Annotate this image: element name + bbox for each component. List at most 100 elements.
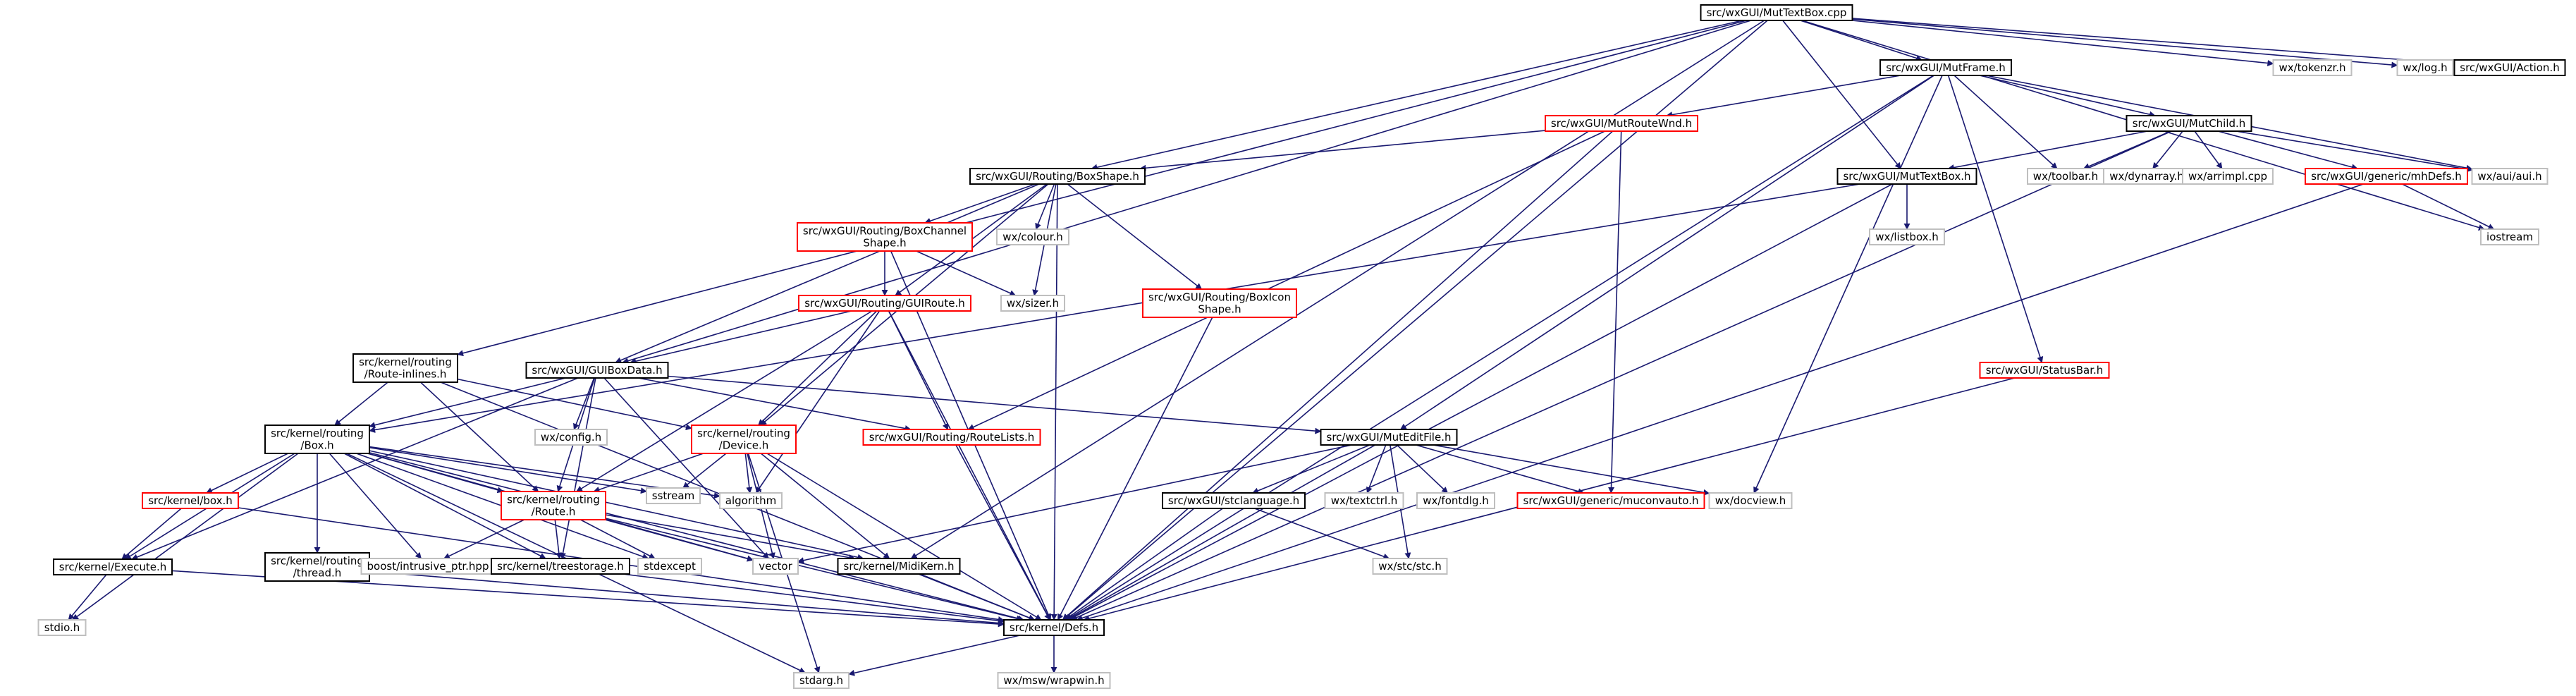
graph-node-vector[interactable]: vector <box>752 558 799 575</box>
edge-guiBoxData-to-mutEditFile <box>668 375 1322 434</box>
graph-node-wxAui[interactable]: wx/aui/aui.h <box>2471 168 2549 185</box>
graph-node-wxToolbar[interactable]: wx/toolbar.h <box>2027 168 2104 185</box>
edge-mutEditFile-to-defs <box>1067 444 1375 621</box>
edge-boxChannelShape-to-wxSizer <box>916 250 1017 296</box>
graph-node-kernelBox[interactable]: src/kernel/box.h <box>142 492 239 509</box>
graph-node-routeInlines[interactable]: src/kernel/routing/Route-inlines.h <box>352 353 458 383</box>
node-label: src/kernel/routing <box>271 555 364 568</box>
node-box <box>264 425 370 454</box>
node-label: src/wxGUI/generic/mhDefs.h <box>2311 170 2462 183</box>
node-label: stdarg.h <box>799 674 843 687</box>
graph-node-wxStc[interactable]: wx/stc/stc.h <box>1372 558 1448 575</box>
graph-node-stdarg[interactable]: stdarg.h <box>793 672 850 689</box>
node-label: src/wxGUI/GUIBoxData.h <box>532 364 662 377</box>
node-box <box>37 619 87 636</box>
graph-node-stcLanguage[interactable]: src/wxGUI/stclanguage.h <box>1162 492 1306 509</box>
graph-node-wxTokenzr[interactable]: wx/tokenzr.h <box>2272 59 2353 76</box>
graph-node-route[interactable]: src/kernel/routing/Route.h <box>501 491 606 520</box>
node-label: wx/stc/stc.h <box>1378 560 1441 573</box>
graph-node-guiBoxData[interactable]: src/wxGUI/GUIBoxData.h <box>525 362 669 379</box>
graph-node-mutTextBoxCpp[interactable]: src/wxGUI/MutTextBox.cpp <box>1700 4 1853 21</box>
graph-node-action[interactable]: src/wxGUI/Action.h <box>2453 59 2566 76</box>
node-box <box>1142 288 1297 318</box>
node-label: wx/aui/aui.h <box>2477 170 2541 183</box>
node-box <box>997 672 1111 689</box>
node-label: wx/fontdlg.h <box>1423 494 1489 507</box>
edge-box-to-boostPtr <box>329 453 422 559</box>
graph-node-wxConfig[interactable]: wx/config.h <box>534 429 608 446</box>
graph-node-mutTextBoxH[interactable]: src/wxGUI/MutTextBox.h <box>1836 168 1977 185</box>
graph-node-guiRoute[interactable]: src/wxGUI/Routing/GUIRoute.h <box>798 295 971 312</box>
edge-mutFrame-to-mutEditFile <box>1399 75 1934 430</box>
graph-node-algorithm[interactable]: algorithm <box>719 492 783 509</box>
node-label: src/kernel/treestorage.h <box>497 560 624 573</box>
edge-mutEditFile-to-stcLanguage <box>1252 444 1370 494</box>
edge-guiRoute-to-guiBoxData <box>630 310 852 365</box>
graph-node-mutFrame[interactable]: src/wxGUI/MutFrame.h <box>1879 59 2012 76</box>
edge-mutFrame-to-mutRouteWnd <box>1666 75 1901 118</box>
node-label: wx/tokenzr.h <box>2278 61 2345 74</box>
graph-node-mhDefs[interactable]: src/wxGUI/generic/mhDefs.h <box>2305 168 2468 185</box>
node-box <box>525 362 669 379</box>
node-label: src/wxGUI/MutRouteWnd.h <box>1551 117 1692 130</box>
graph-node-wxArrimpl[interactable]: wx/arrimpl.cpp <box>2182 168 2274 185</box>
node-label: src/wxGUI/MutTextBox.cpp <box>1707 6 1847 19</box>
graph-node-wxDynarray[interactable]: wx/dynarray.h <box>2103 168 2190 185</box>
edge-mutChild-to-wxAui <box>2235 130 2473 173</box>
node-label: wx/sizer.h <box>1007 297 1059 310</box>
graph-node-defs[interactable]: src/kernel/Defs.h <box>1003 619 1105 636</box>
graph-node-wxColour[interactable]: wx/colour.h <box>996 228 1069 245</box>
graph-node-wxDocview[interactable]: wx/docview.h <box>1708 492 1793 509</box>
graph-node-sstream[interactable]: sstream <box>646 487 701 504</box>
graph-node-midiKern[interactable]: src/kernel/MidiKern.h <box>837 558 961 575</box>
edge-mutRouteWnd-to-boxShape <box>1139 130 1546 171</box>
graph-node-wxListbox[interactable]: wx/listbox.h <box>1869 228 1945 245</box>
graph-node-boostPtr[interactable]: boost/intrusive_ptr.hpp <box>360 558 496 575</box>
graph-node-wxWrapwin[interactable]: wx/msw/wrapwin.h <box>997 672 1111 689</box>
graph-node-mutRouteWnd[interactable]: src/wxGUI/MutRouteWnd.h <box>1545 115 1698 132</box>
edge-mutEditFile-to-wxDocview <box>1433 444 1710 496</box>
graph-node-iostream[interactable]: iostream <box>2480 228 2539 245</box>
graph-node-wxSizer[interactable]: wx/sizer.h <box>1000 295 1065 312</box>
node-label: wx/config.h <box>541 431 601 444</box>
node-label: wx/colour.h <box>1002 231 1063 243</box>
graph-node-execute[interactable]: src/kernel/Execute.h <box>53 558 173 575</box>
node-box <box>2480 228 2539 245</box>
graph-node-muconvauto[interactable]: src/wxGUI/generic/muconvauto.h <box>1516 492 1705 509</box>
node-label: vector <box>759 560 792 573</box>
graph-node-mutEditFile[interactable]: src/wxGUI/MutEditFile.h <box>1320 429 1458 446</box>
graph-node-boxShape[interactable]: src/wxGUI/Routing/BoxShape.h <box>969 168 1146 185</box>
edge-mutEditFile-to-wxFontdlg <box>1397 444 1449 494</box>
graph-node-mutChild[interactable]: src/wxGUI/MutChild.h <box>2126 115 2252 132</box>
node-label: src/kernel/Execute.h <box>59 561 166 573</box>
graph-node-box[interactable]: src/kernel/routing/Box.h <box>264 425 370 454</box>
edge-box-to-kernelBox <box>205 453 288 494</box>
graph-node-stdio[interactable]: stdio.h <box>37 619 87 636</box>
node-box <box>637 558 702 575</box>
graph-node-statusBar[interactable]: src/wxGUI/StatusBar.h <box>1979 362 2110 379</box>
node-label: src/kernel/routing <box>359 356 452 369</box>
node-box <box>969 168 1146 185</box>
graph-node-thread[interactable]: src/kernel/routing/thread.h <box>264 552 370 582</box>
graph-node-device[interactable]: src/kernel/routing/Device.h <box>691 425 797 454</box>
node-box <box>1416 492 1495 509</box>
node-box <box>1836 168 1977 185</box>
graph-node-treestorage[interactable]: src/kernel/treestorage.h <box>491 558 630 575</box>
node-box <box>2396 59 2454 76</box>
node-box <box>501 491 606 520</box>
edge-mhDefs-to-iostream <box>2402 183 2495 230</box>
edge-mutTextBoxCpp-to-wxTokenzr <box>1852 20 2274 66</box>
edge-device-to-sstream <box>682 453 727 489</box>
graph-node-stdexcept[interactable]: stdexcept <box>637 558 702 575</box>
graph-node-wxTextctrl[interactable]: wx/textctrl.h <box>1324 492 1404 509</box>
node-label: wx/docview.h <box>1715 494 1786 507</box>
graph-node-wxLog[interactable]: wx/log.h <box>2396 59 2454 76</box>
edge-guiRoute-to-algorithm <box>755 310 881 494</box>
node-label: src/wxGUI/StatusBar.h <box>1986 364 2104 377</box>
graph-node-wxFontdlg[interactable]: wx/fontdlg.h <box>1416 492 1495 509</box>
edge-mhDefs-to-defs <box>1076 183 2364 621</box>
edge-mutChild-to-wxDynarray <box>2152 130 2183 169</box>
graph-node-routeLists[interactable]: src/wxGUI/Routing/RouteLists.h <box>862 429 1041 446</box>
